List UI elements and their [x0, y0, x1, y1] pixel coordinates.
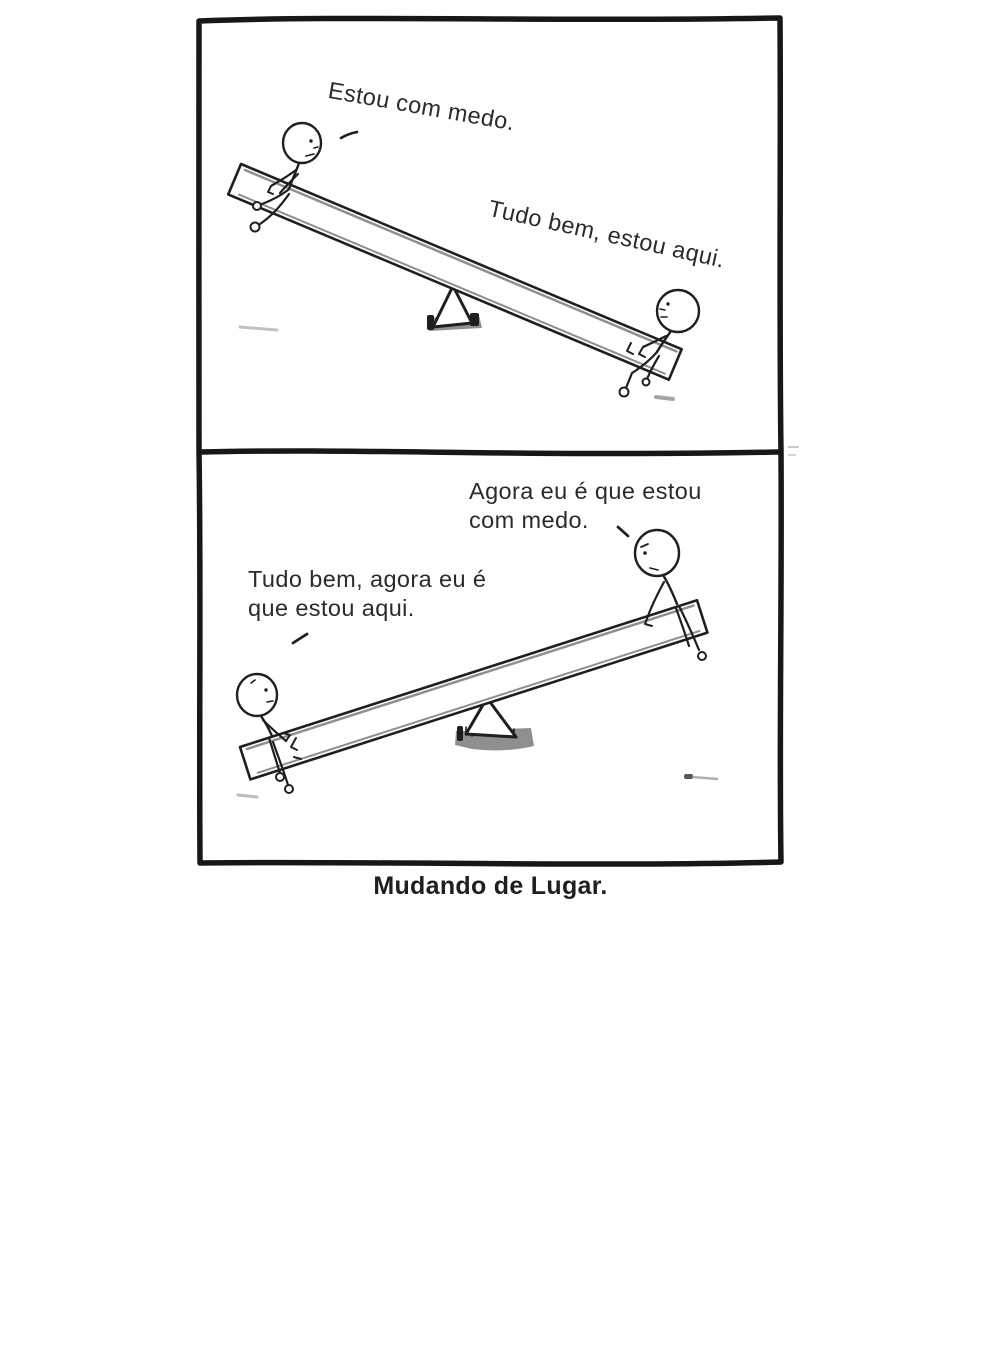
- comic-panel-1: Estou com medo. Tudo bem, estou aqui.: [197, 18, 784, 455]
- speech-panel1-left: Estou com medo.: [326, 76, 517, 136]
- seesaw-panel2: [235, 525, 719, 799]
- seesaw-plank-panel1: [226, 162, 683, 381]
- head-panel2-left: [235, 672, 279, 718]
- stick-figure-panel2-right: [633, 528, 707, 661]
- panel-divider-line: [198, 448, 783, 457]
- scan-artifact-dashes: [788, 446, 799, 456]
- head-panel2-right: [633, 528, 681, 578]
- seesaw-plank-panel2: [238, 598, 709, 781]
- head-panel1-right: [655, 288, 701, 334]
- speech-panel2-left: Tudo bem, agora eu é que estou aqui.: [248, 566, 487, 621]
- stick-figure-panel1-left: [249, 121, 323, 233]
- stick-figure-panel1-right: [618, 288, 701, 401]
- speech-panel2-right: Agora eu é que estou com medo.: [469, 478, 702, 533]
- comic-caption: Mudando de Lugar.: [373, 872, 608, 900]
- speech-tick-panel1-left: [339, 130, 359, 140]
- pivot-triangle-panel2: [464, 696, 518, 739]
- ground-smudge-panel2: [684, 774, 719, 781]
- pivot-triangle-panel1: [431, 284, 474, 329]
- speech-tick-panel2-left: [291, 632, 309, 645]
- seesaw-panel1: [226, 121, 701, 401]
- speech-panel1-right: Tudo bem, estou aqui.: [486, 194, 728, 273]
- stick-figure-panel2-left: [235, 672, 302, 799]
- ground-dash-panel1-left: [238, 325, 279, 332]
- comic-frame-border: [195, 15, 784, 867]
- speech-tick-panel2-right: [616, 525, 630, 538]
- head-panel1-left: [281, 121, 323, 165]
- comic-panel-2: Agora eu é que estou com medo. Tudo bem,…: [197, 455, 784, 866]
